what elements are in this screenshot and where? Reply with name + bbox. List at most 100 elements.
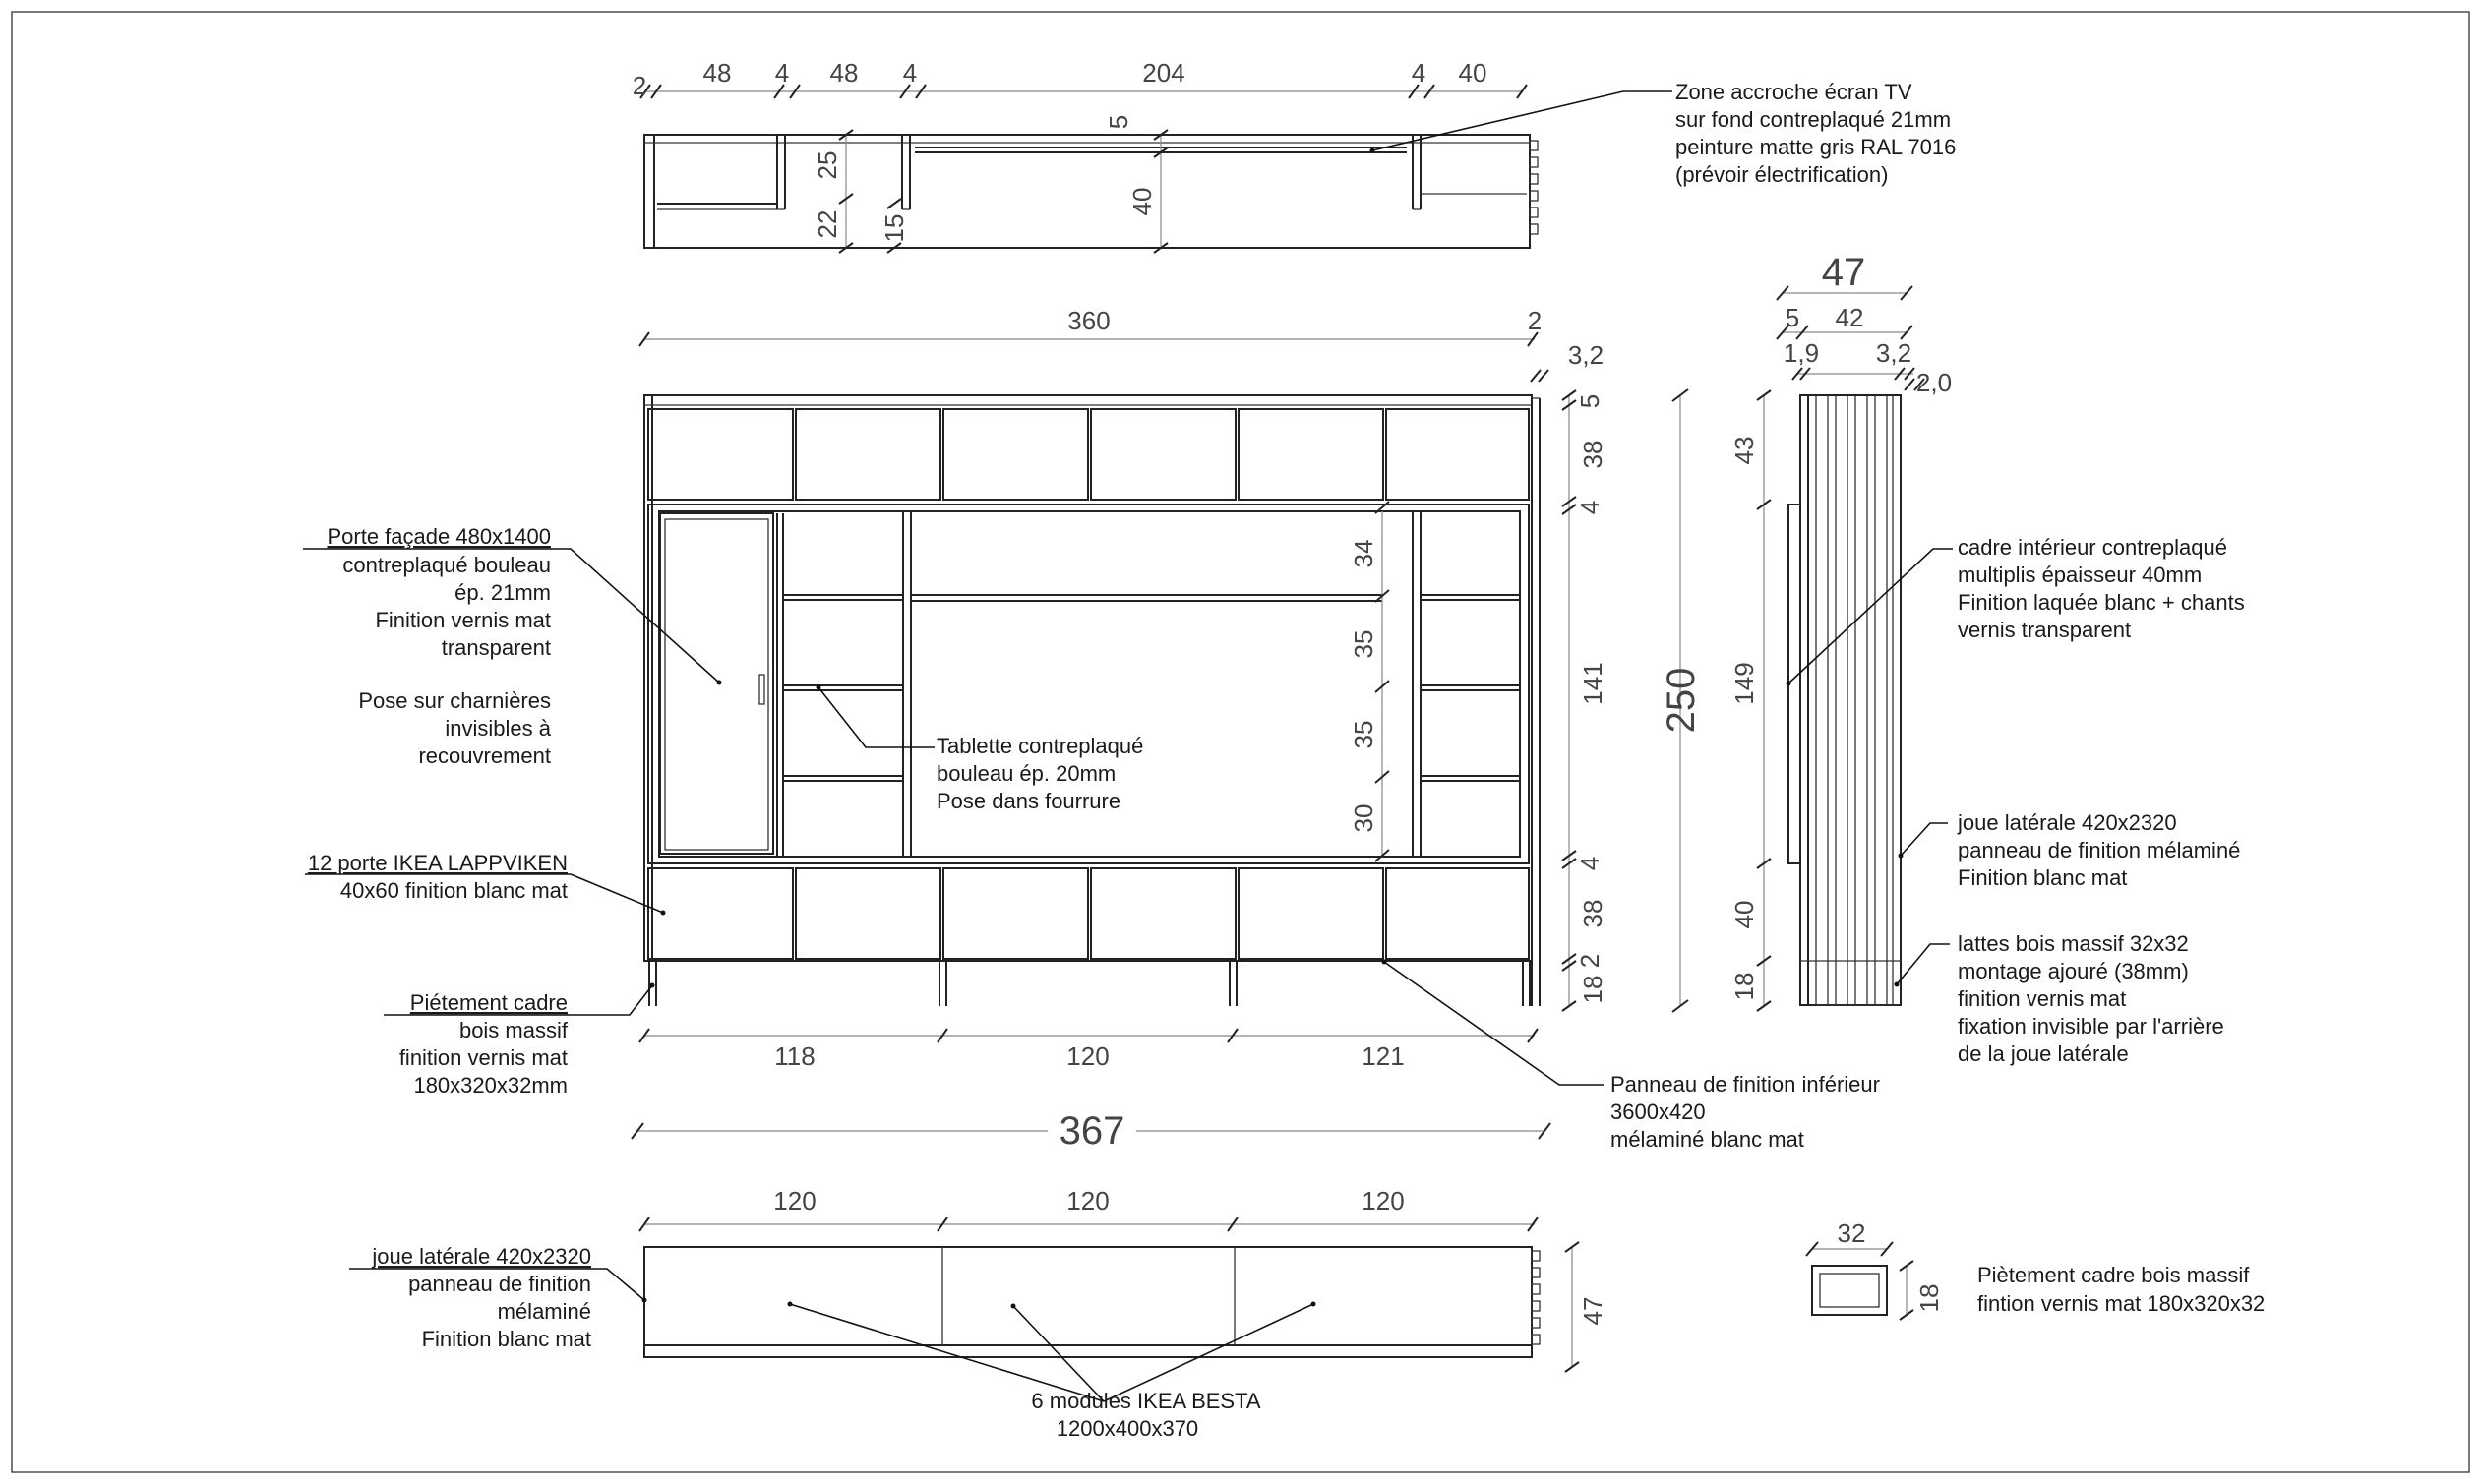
shelf-note: Tablette contreplaqué bouleau ép. 20mm P…: [937, 734, 1143, 813]
svg-text:bois massif: bois massif: [459, 1018, 569, 1042]
bottom-view: 120 120 120 47 joue latérale 420x2320 pa…: [349, 1186, 1607, 1441]
side-dim-5: 5: [1786, 303, 1799, 332]
rdim-5: 5: [1575, 394, 1605, 408]
top-dim-8: 40: [1459, 58, 1487, 88]
svg-text:contreplaqué bouleau: contreplaqué bouleau: [342, 553, 551, 577]
front-view: 360 2 3,2: [303, 306, 1880, 1153]
top-dim-7: 4: [1412, 58, 1425, 88]
hinges-note: Pose sur charnières invisibles à recouvr…: [358, 688, 551, 768]
side-panel-note: joue latérale 420x2320 panneau de finiti…: [1957, 810, 2240, 890]
svg-text:multiplis épaisseur 40mm: multiplis épaisseur 40mm: [1958, 563, 2202, 587]
svg-text:3600x420: 3600x420: [1610, 1099, 1706, 1124]
side-depth-47: 47: [1822, 251, 1866, 294]
svg-text:Piètement cadre bois massif: Piètement cadre bois massif: [1977, 1263, 2250, 1287]
ikea-doors-note: 12 porte IKEA LAPPVIKEN 40x60 finition b…: [308, 851, 568, 903]
svg-text:ép. 21mm: ép. 21mm: [454, 580, 551, 605]
inner-dim-35a: 35: [1349, 630, 1378, 659]
svg-text:vernis transparent: vernis transparent: [1958, 618, 2131, 642]
svg-text:joue latérale 420x2320: joue latérale 420x2320: [371, 1244, 591, 1269]
top-vdim-40: 40: [1127, 188, 1157, 216]
side-vdim-43: 43: [1729, 437, 1759, 465]
lower-panel-note: Panneau de finition inférieur 3600x420 m…: [1610, 1072, 1880, 1152]
foot-width-32: 32: [1838, 1218, 1866, 1248]
svg-text:panneau de finition mélaminé: panneau de finition mélaminé: [1958, 838, 2240, 862]
top-dim-4: 48: [830, 58, 859, 88]
inner-dim-35b: 35: [1349, 721, 1378, 749]
top-view: 2 48 4 48 4 204 4 40: [633, 58, 1956, 254]
bottom-dim-120a: 120: [773, 1186, 816, 1216]
rdim-38b: 38: [1578, 900, 1607, 928]
svg-text:fintion vernis mat 180x320x32: fintion vernis mat 180x320x32: [1977, 1291, 2265, 1316]
svg-text:mélaminé: mélaminé: [498, 1299, 591, 1324]
slats-note: lattes bois massif 32x32 montage ajouré …: [1958, 931, 2224, 1066]
svg-text:Piétement cadre: Piétement cadre: [410, 990, 568, 1015]
svg-text:Porte façade 480x1400: Porte façade 480x1400: [327, 524, 551, 549]
door-note: Porte façade 480x1400 contreplaqué boule…: [327, 524, 551, 660]
svg-text:6 modules IKEA BESTA: 6 modules IKEA BESTA: [1031, 1389, 1260, 1413]
side-vdim-18: 18: [1729, 973, 1759, 1001]
inner-dim-30: 30: [1349, 804, 1378, 833]
base-frame-note: Piétement cadre bois massif finition ver…: [399, 990, 569, 1098]
svg-text:Finition laquée blanc + chants: Finition laquée blanc + chants: [1958, 590, 2245, 615]
top-vdim-22: 22: [813, 210, 842, 239]
side-vdim-40: 40: [1729, 901, 1759, 929]
svg-text:Finition blanc mat: Finition blanc mat: [1958, 865, 2127, 890]
bottom-depth-47: 47: [1578, 1297, 1607, 1326]
svg-text:montage ajouré (38mm): montage ajouré (38mm): [1958, 959, 2189, 983]
svg-text:Finition vernis mat: Finition vernis mat: [375, 608, 551, 632]
top-dim-3: 4: [775, 58, 789, 88]
front-dim-3-2: 3,2: [1568, 340, 1604, 370]
bdim-121: 121: [1362, 1041, 1404, 1071]
front-feet: [648, 961, 1531, 1006]
side-dim-42: 42: [1836, 303, 1864, 332]
svg-text:de la joue latérale: de la joue latérale: [1958, 1041, 2129, 1066]
svg-text:Tablette contreplaqué: Tablette contreplaqué: [937, 734, 1143, 758]
top-dim-2: 48: [703, 58, 732, 88]
svg-text:bouleau ép. 20mm: bouleau ép. 20mm: [937, 761, 1116, 786]
svg-text:lattes bois massif 32x32: lattes bois massif 32x32: [1958, 931, 2189, 956]
tv-zone-note: Zone accroche écran TV sur fond contrepl…: [1675, 80, 1956, 187]
svg-text:peinture matte gris RAL 7016: peinture matte gris RAL 7016: [1675, 135, 1956, 159]
side-panel-bottom-note: joue latérale 420x2320 panneau de finiti…: [371, 1244, 591, 1351]
svg-text:sur fond contreplaqué 21mm: sur fond contreplaqué 21mm: [1675, 107, 1951, 132]
top-dim-5: 4: [903, 58, 917, 88]
svg-text:Finition blanc mat: Finition blanc mat: [422, 1327, 591, 1351]
svg-text:Pose sur charnières: Pose sur charnières: [358, 688, 551, 713]
foot-note: Piètement cadre bois massif fintion vern…: [1977, 1263, 2265, 1316]
height-250: 250: [1660, 668, 1703, 734]
rdim-4a: 4: [1575, 501, 1605, 514]
svg-text:12 porte IKEA LAPPVIKEN: 12 porte IKEA LAPPVIKEN: [308, 851, 568, 875]
svg-text:Zone accroche écran TV: Zone accroche écran TV: [1675, 80, 1912, 104]
svg-text:(prévoir électrification): (prévoir électrification): [1675, 162, 1888, 187]
bdim-120: 120: [1066, 1041, 1109, 1071]
besta-note: 6 modules IKEA BESTA 1200x400x370: [1031, 1389, 1260, 1441]
top-vdim-25: 25: [813, 151, 842, 180]
side-dim-2-0: 2,0: [1916, 368, 1952, 397]
rdim-141: 141: [1578, 662, 1607, 704]
overall-367: 367: [1060, 1109, 1125, 1153]
svg-text:Pose dans fourrure: Pose dans fourrure: [937, 789, 1120, 813]
foot-detail: 32 18 Piètement cadre bois massif fintio…: [1805, 1218, 2265, 1321]
top-dim-1: 2: [633, 71, 646, 100]
side-dim-1-9: 1,9: [1784, 338, 1819, 368]
front-dim-2: 2: [1528, 306, 1542, 335]
svg-text:Panneau de finition inférieur: Panneau de finition inférieur: [1610, 1072, 1880, 1097]
svg-text:finition vernis mat: finition vernis mat: [1958, 986, 2126, 1011]
rdim-38a: 38: [1578, 441, 1607, 469]
bdim-118: 118: [774, 1041, 815, 1071]
inner-dim-34: 34: [1349, 540, 1378, 568]
bottom-dim-120c: 120: [1362, 1186, 1404, 1216]
rdim-18: 18: [1578, 976, 1607, 1004]
front-width-360: 360: [1067, 306, 1110, 335]
sheet-border: [11, 11, 2470, 1473]
svg-text:fixation invisible par l'arriè: fixation invisible par l'arrière: [1958, 1014, 2224, 1039]
svg-text:180x320x32mm: 180x320x32mm: [413, 1073, 568, 1098]
svg-text:40x60 finition blanc mat: 40x60 finition blanc mat: [340, 878, 568, 903]
svg-text:recouvrement: recouvrement: [418, 743, 551, 768]
foot-height-18: 18: [1914, 1284, 1944, 1313]
bottom-dim-120b: 120: [1066, 1186, 1109, 1216]
top-vdim-15: 15: [879, 214, 909, 243]
svg-text:mélaminé blanc mat: mélaminé blanc mat: [1610, 1127, 1804, 1152]
top-dim-6: 204: [1142, 58, 1184, 88]
